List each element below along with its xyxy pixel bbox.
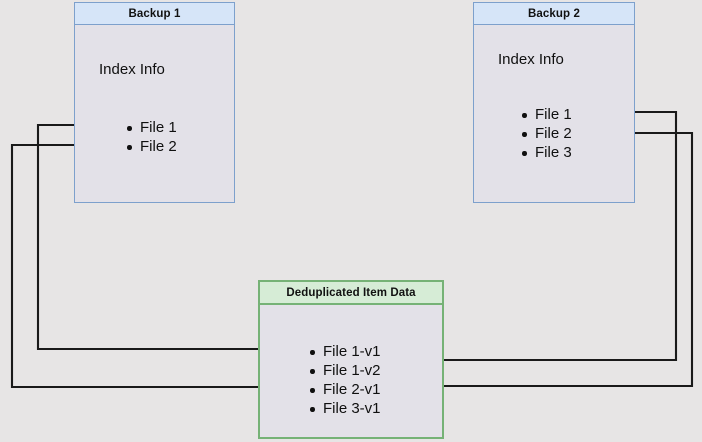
list-item: File 3: [518, 143, 572, 162]
list-item: File 1-v2: [306, 361, 381, 380]
list-item: File 1-v1: [306, 342, 381, 361]
list-item: File 1: [123, 118, 177, 137]
backup-1-file-list: File 1 File 2: [123, 118, 177, 156]
backup-2-index-info-label: Index Info: [498, 51, 564, 68]
backup-2-header: Backup 2: [474, 3, 634, 25]
backup-1-box[interactable]: Backup 1 Index Info File 1 File 2: [74, 2, 235, 203]
backup-1-index-info-label: Index Info: [99, 61, 165, 78]
deduplicated-item-data-header: Deduplicated Item Data: [260, 282, 442, 305]
backup-2-box[interactable]: Backup 2 Index Info File 1 File 2 File 3: [473, 2, 635, 203]
backup-2-file-list: File 1 File 2 File 3: [518, 105, 572, 162]
deduplicated-item-data-box[interactable]: Deduplicated Item Data File 1-v1 File 1-…: [258, 280, 444, 439]
list-item: File 2: [123, 137, 177, 156]
backup-1-header: Backup 1: [75, 3, 234, 25]
list-item: File 1: [518, 105, 572, 124]
deduplicated-file-list: File 1-v1 File 1-v2 File 2-v1 File 3-v1: [306, 342, 381, 418]
list-item: File 2-v1: [306, 380, 381, 399]
list-item: File 2: [518, 124, 572, 143]
list-item: File 3-v1: [306, 399, 381, 418]
